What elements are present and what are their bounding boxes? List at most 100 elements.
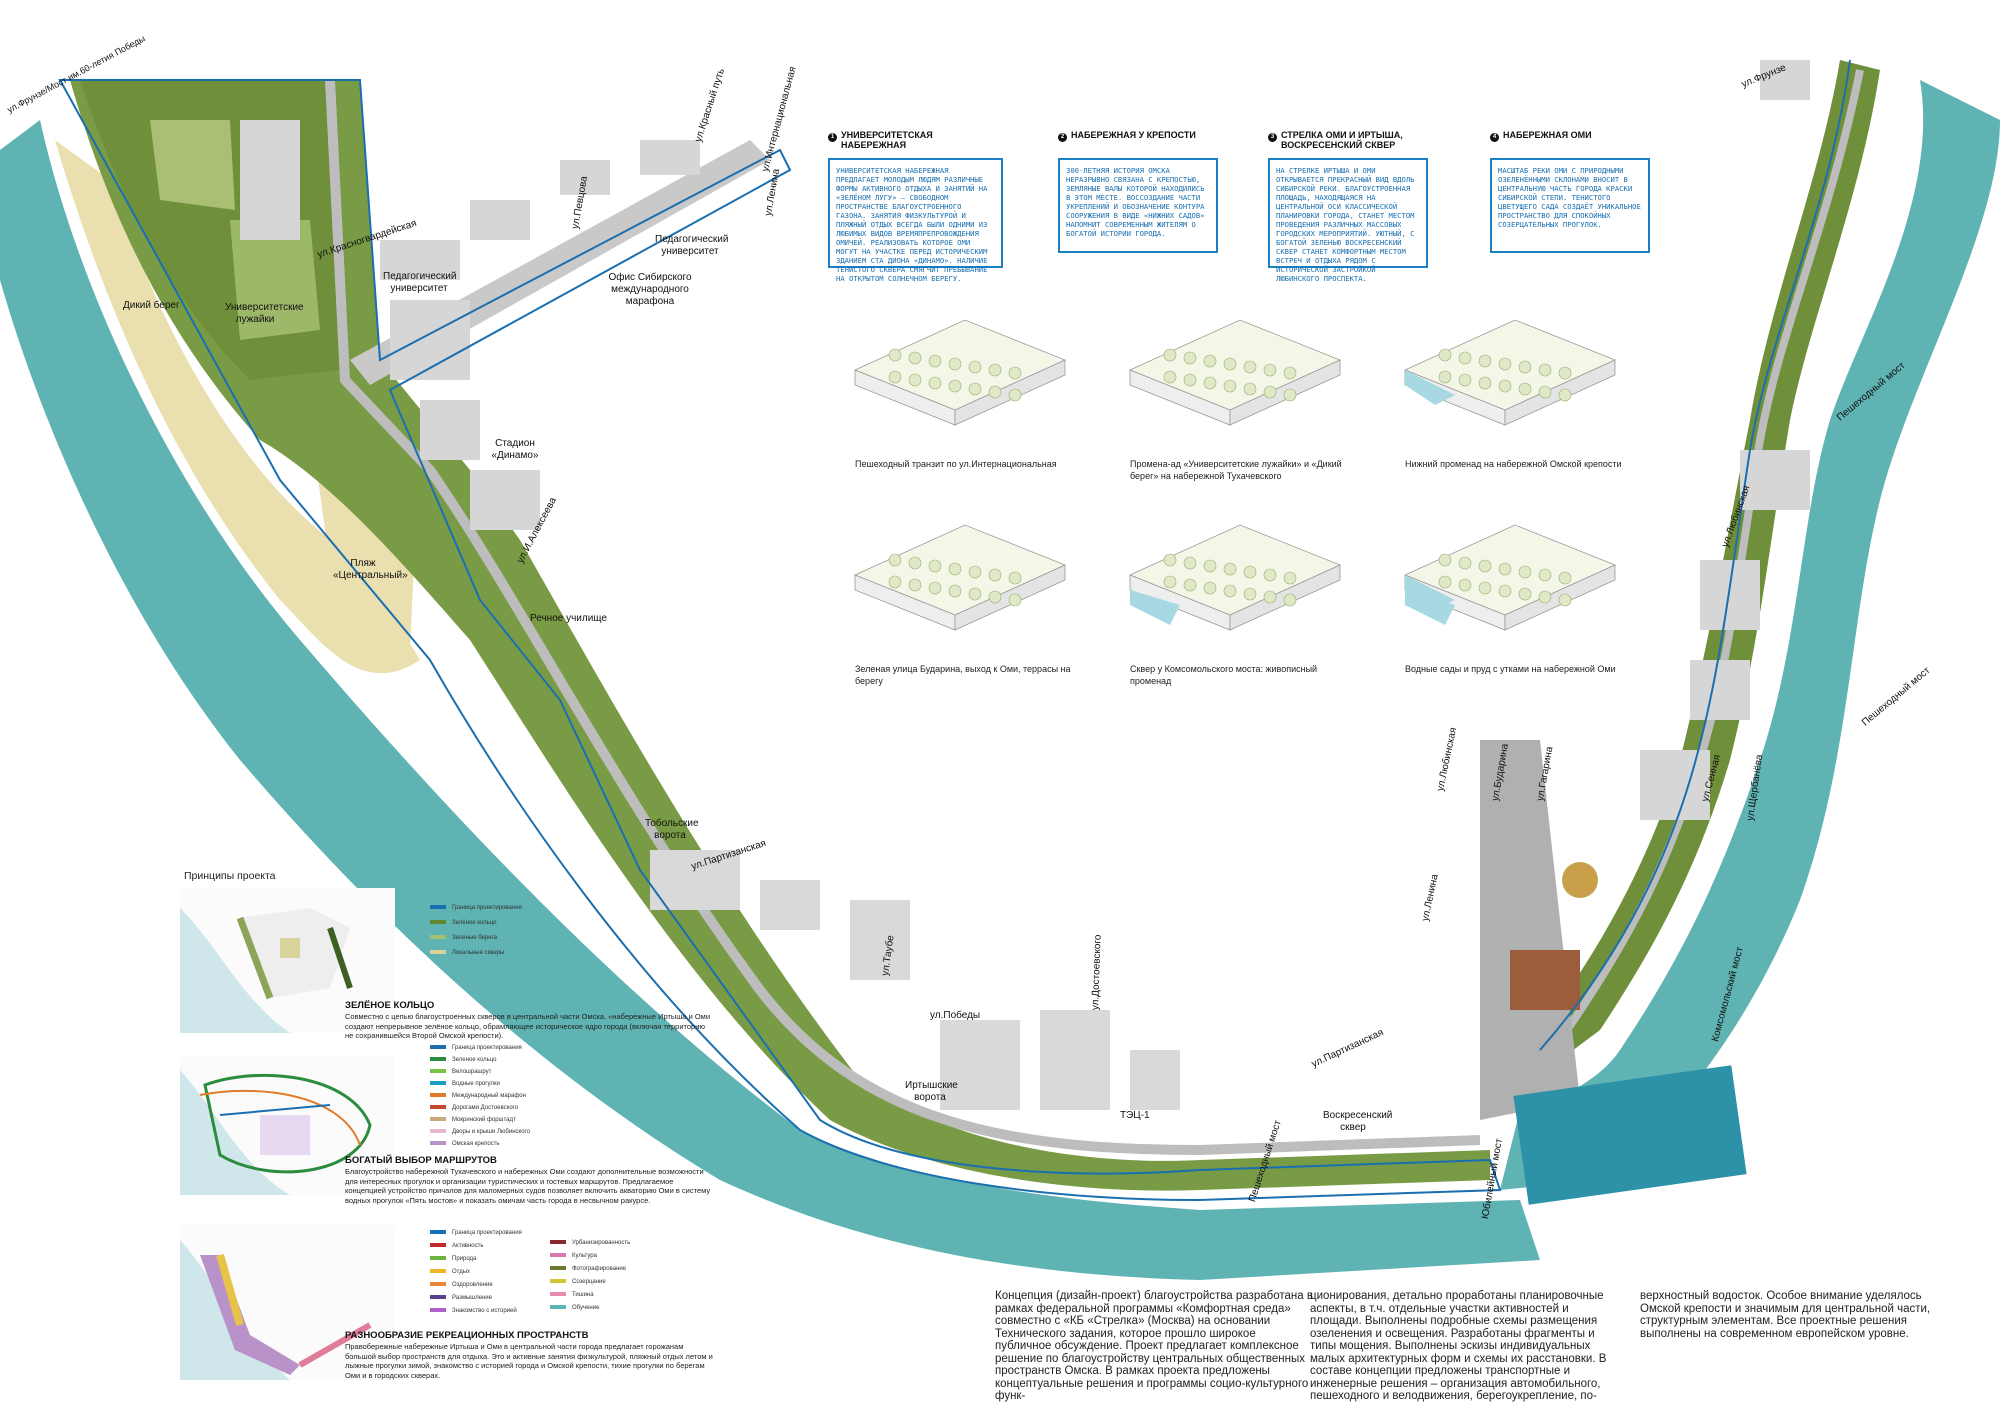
buildings-center bbox=[650, 850, 1180, 1110]
sketch-caption: Нижний променад на набережной Омской кре… bbox=[1405, 459, 1622, 469]
phase-number-badge: 2 bbox=[1058, 133, 1067, 142]
principles-map-2 bbox=[180, 1055, 395, 1195]
legend-swatch bbox=[550, 1240, 566, 1245]
legend-label: Культура bbox=[572, 1253, 597, 1259]
legend-item: Дворы и крыши Любинского bbox=[430, 1129, 530, 1135]
map-label-pobedy: ул.Победы bbox=[930, 1010, 981, 1021]
legend-label: Знакомство с историей bbox=[452, 1308, 517, 1314]
map-label-tobol: Тобольские ворота bbox=[645, 818, 699, 841]
sketch-3: Нижний променад на набережной Омской кре… bbox=[1395, 300, 1625, 469]
legend-item: Велошрашрут bbox=[430, 1069, 491, 1075]
sketch-5: Сквер у Комсомольского моста: живописный… bbox=[1120, 505, 1350, 686]
legend-item: Граница проектирования bbox=[430, 905, 522, 911]
buildings-north bbox=[240, 120, 700, 530]
legend-swatch bbox=[430, 1069, 446, 1074]
legend-label: Водные прогулки bbox=[452, 1081, 500, 1087]
legend-swatch bbox=[430, 1243, 446, 1248]
legend-swatch bbox=[430, 1045, 446, 1050]
legend-item: Дорогами Достоевского bbox=[430, 1105, 518, 1111]
legend-item: Водные прогулки bbox=[430, 1081, 500, 1087]
sketch-caption: Промена‑ад «Университетские лужайки» и «… bbox=[1130, 459, 1342, 481]
legend-label: Зеленое кольцо bbox=[452, 1057, 497, 1063]
phase-2-text: 300-летняя история Омска неразрывно связ… bbox=[1058, 158, 1218, 253]
om-river bbox=[1500, 80, 2000, 1190]
legend-label: Локальные скверы bbox=[452, 950, 505, 956]
map-label-dikiy: Дикий берег bbox=[123, 300, 180, 311]
map-label-irtysh-vorota: Иртышские ворота bbox=[905, 1080, 958, 1103]
principles-map-1 bbox=[180, 888, 395, 1033]
legend-swatch bbox=[550, 1292, 566, 1297]
legend-swatch bbox=[430, 1129, 446, 1134]
legend-item: Урбанизированность bbox=[550, 1240, 630, 1246]
legend-label: Размышление bbox=[452, 1295, 492, 1301]
legend-item: Зелёное кольцо bbox=[430, 920, 496, 926]
legend-swatch bbox=[430, 1256, 446, 1261]
legend-label: Дорогами Достоевского bbox=[452, 1105, 519, 1111]
section-routes-head: БОГАТЫЙ ВЫБОР МАРШРУТОВ bbox=[345, 1155, 497, 1166]
legend-label: Обучение bbox=[572, 1305, 600, 1311]
legend-item: Зеленые берега bbox=[430, 935, 497, 941]
legend-label: Тишина bbox=[572, 1292, 594, 1298]
irtysh-river bbox=[0, 120, 1540, 1280]
legend-swatch bbox=[550, 1305, 566, 1310]
legend-item: Локальные скверы bbox=[430, 950, 504, 956]
legend-label: Созерцание bbox=[572, 1279, 606, 1285]
description-col-2: ционирования, детально проработаны плани… bbox=[1310, 1290, 1607, 1402]
legend-label: Международный марафон bbox=[452, 1093, 526, 1099]
phase-number-badge: 1 bbox=[828, 133, 837, 142]
sketch-caption: Пешеходный транзит по ул.Интернациональн… bbox=[855, 459, 1057, 469]
phase-title: УНИВЕРСИТЕТСКАЯ НАБЕРЕЖНАЯ bbox=[841, 130, 933, 150]
map-label-uni-luzh: Университетские лужайки bbox=[225, 302, 304, 325]
map-label-rechnoe: Речное училище bbox=[530, 613, 607, 624]
project-boundary bbox=[58, 79, 1502, 1202]
sketch-1: Пешеходный транзит по ул.Интернациональн… bbox=[845, 300, 1075, 469]
map-label-pedagog-uni: Педагогический университет bbox=[383, 271, 457, 294]
legend-swatch bbox=[430, 1105, 446, 1110]
legend-label: Граница проектирования bbox=[452, 1230, 522, 1236]
legend-label: Мокринский форштадт bbox=[452, 1117, 516, 1123]
legend-item: Созерцание bbox=[550, 1279, 606, 1285]
legend-item: Омская крепость bbox=[430, 1141, 500, 1147]
meadow-light bbox=[150, 120, 235, 210]
map-label-office-marathon: Офис Сибирского международного марафона bbox=[608, 272, 692, 307]
legend-item: Размышление bbox=[430, 1295, 492, 1301]
legend-label: Велошрашрут bbox=[452, 1069, 492, 1075]
legend-swatch bbox=[430, 1081, 446, 1086]
legend-item: Отдых bbox=[430, 1269, 470, 1275]
promenade-irtysh bbox=[325, 79, 1481, 1156]
legend-item: Активность bbox=[430, 1243, 484, 1249]
legend-item: Фотографирование bbox=[550, 1266, 626, 1272]
principles-map-3 bbox=[180, 1225, 395, 1380]
legend-swatch bbox=[430, 935, 446, 940]
legend-swatch bbox=[430, 1141, 446, 1146]
legend-item: Зеленое кольцо bbox=[430, 1057, 496, 1063]
section-recreation-head: РАЗНООБРАЗИЕ РЕКРЕАЦИОННЫХ ПРОСТРАНСТВ bbox=[345, 1330, 589, 1341]
section-green-ring-head: ЗЕЛЁНОЕ КОЛЬЦО bbox=[345, 1000, 435, 1011]
section-routes-body: Благоустройство набережной Тухачевского … bbox=[345, 1167, 711, 1205]
legend-item: Международный марафон bbox=[430, 1093, 526, 1099]
legend-swatch bbox=[430, 950, 446, 955]
legend-label: Дворы и крыши Любинского bbox=[452, 1129, 530, 1135]
legend-item: Оздоровление bbox=[430, 1282, 493, 1288]
fortress-area bbox=[1480, 740, 1598, 1120]
phase-title: НАБЕРЕЖНАЯ ОМИ bbox=[1503, 130, 1592, 140]
map-label-plyazh: Пляж «Центральный» bbox=[333, 558, 408, 581]
legend-swatch bbox=[550, 1266, 566, 1271]
map-label-pedagog-uni2: Педагогический университет bbox=[655, 234, 729, 257]
legend-swatch bbox=[430, 1295, 446, 1300]
legend-label: Граница проектирования bbox=[452, 1045, 522, 1051]
principles-title: Принципы проекта bbox=[184, 870, 276, 882]
section-recreation-body: Правобережные набережные Иртыша и Оми в … bbox=[345, 1342, 713, 1380]
phase-4-text: Масштаб реки Оми с природными озеленённы… bbox=[1490, 158, 1650, 253]
buildings-east bbox=[1640, 60, 1810, 820]
map-label-tec: ТЭЦ-1 bbox=[1120, 1110, 1150, 1121]
description-col-1: Концепция (дизайн-проект) благоустройств… bbox=[995, 1290, 1313, 1402]
legend-item: Культура bbox=[550, 1253, 597, 1259]
phase-title: СТРЕЛКА ОМИ И ИРТЫША, ВОСКРЕСЕНСКИЙ СКВЕ… bbox=[1281, 130, 1403, 150]
legend-item: Тишина bbox=[550, 1292, 594, 1298]
legend-label: Зелёное кольцо bbox=[452, 920, 497, 926]
meadow-light-2 bbox=[230, 220, 320, 340]
phase-number-badge: 4 bbox=[1490, 133, 1499, 142]
legend-swatch bbox=[430, 1230, 446, 1235]
